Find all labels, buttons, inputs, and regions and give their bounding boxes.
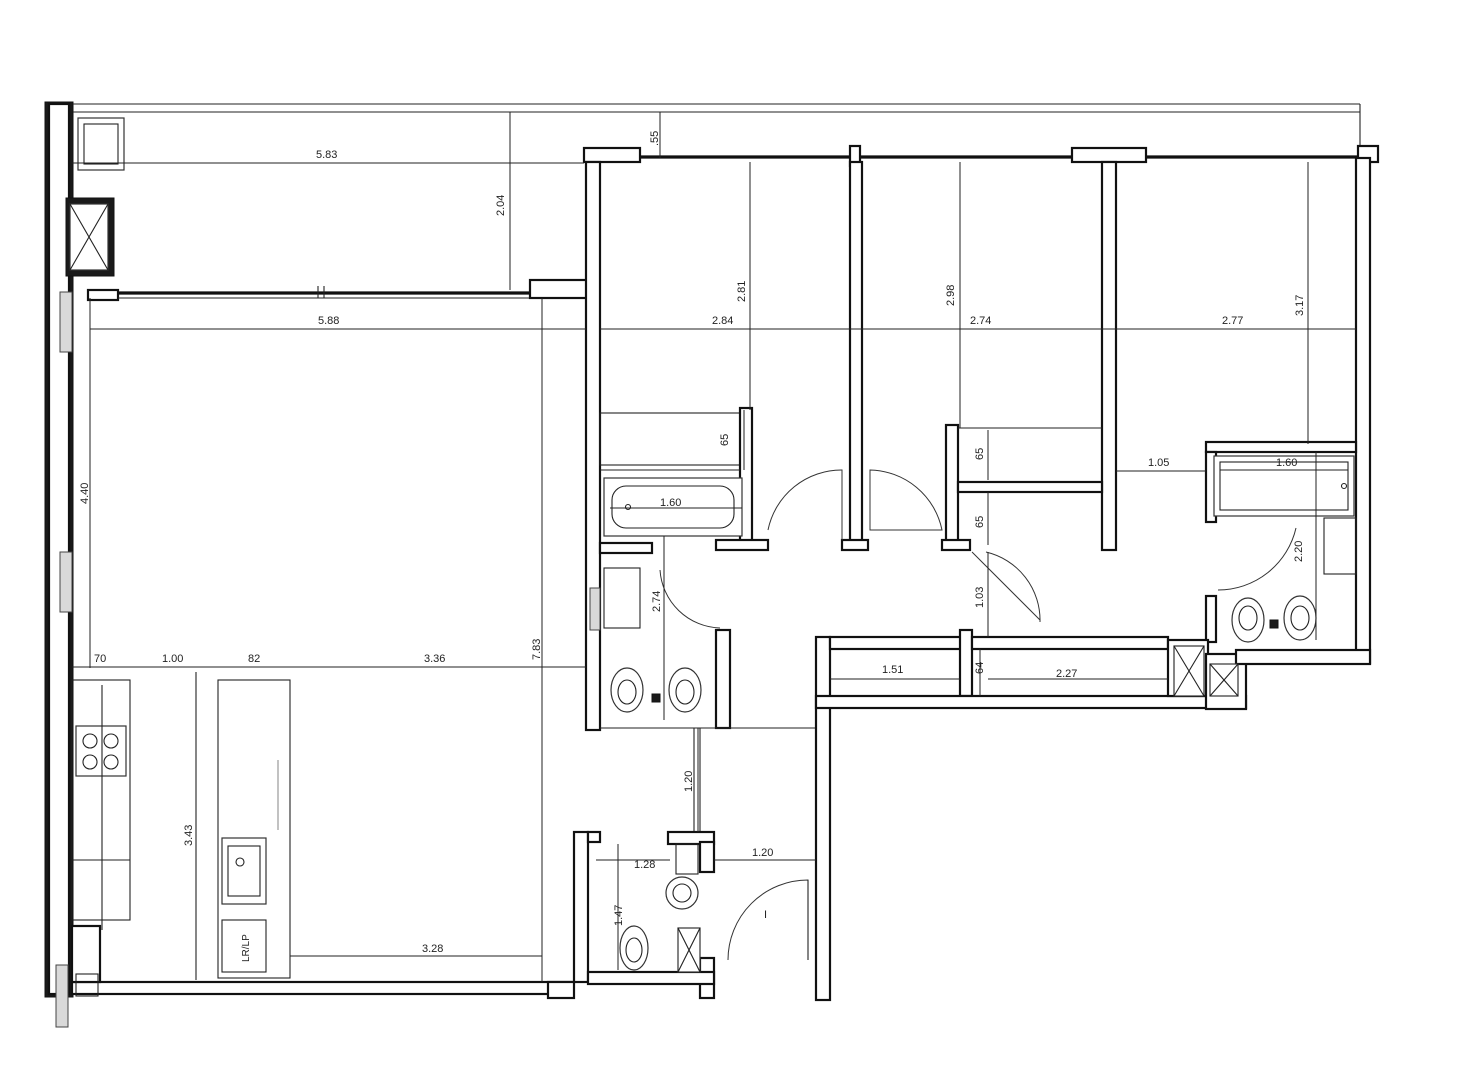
dim-bedroom2-width: 2.74 [970,315,991,327]
dim-living-width: 5.88 [318,315,339,327]
dim-corridor-1: 1.51 [882,664,903,676]
dim-corridor-2: 2.27 [1056,668,1077,680]
dim-bedroom3-width: 2.77 [1222,315,1243,327]
dim-bath1-depth: 2.74 [651,591,663,612]
appliance-label: LR/LP [241,934,252,962]
terrace-fixtures [65,117,125,277]
dim-hall-depth: 1.03 [974,587,986,608]
interior-walls [70,156,1372,1002]
door-swings: I [659,469,1297,961]
dim-closet2-depth: 65 [974,448,986,460]
bathroom-fixtures [75,517,1357,997]
dim-bedroom1-depth: 2.81 [736,281,748,302]
dim-corridor-depth: 64 [974,662,986,674]
door-mark: I [764,909,767,921]
dimension-lines [72,112,1356,982]
dim-kitchen-seg3: 82 [248,653,260,665]
dim-dining-lower-width: 3.28 [422,943,443,955]
living-facade [86,278,592,302]
dim-entry-width: 1.20 [752,847,773,859]
dim-bedroom2-depth: 2.98 [945,285,957,306]
dim-bath2-width: 1.60 [1276,457,1297,469]
bedroom-facade [582,144,1380,218]
kitchen: LR/LP [71,672,291,980]
dim-bedroom3-depth: 3.17 [1294,295,1306,316]
dim-living-depth: 4.40 [79,483,91,504]
dim-bath2-offset: 1.05 [1148,457,1169,469]
bathtubs [603,455,1355,537]
dim-terrace-width: 5.83 [316,149,337,161]
dim-kitchen-seg2: 1.00 [162,653,183,665]
dim-dining-width: 3.36 [424,653,445,665]
dim-closet1-depth: 65 [719,434,731,446]
dim-kitchen-seg1: 70 [94,653,106,665]
dimension-labels: 5.83 2.04 .55 5.88 4.40 7.83 2.84 2.81 2… [79,131,1306,955]
dim-bath2-depth: 2.20 [1293,541,1305,562]
dim-kitchen-depth: 3.43 [183,825,195,846]
dim-powder-depth: 1.47 [613,905,625,926]
dim-bedroom1-width: 2.84 [712,315,733,327]
dim-powder-width: 1.28 [634,859,655,871]
dim-living-total-depth: 7.83 [531,639,543,660]
dim-terrace-offset: .55 [649,131,661,146]
dim-bath1-width: 1.60 [660,497,681,509]
dim-closet3-depth: 65 [974,516,986,528]
dim-passage-depth: 1.20 [683,771,695,792]
dim-terrace-depth: 2.04 [495,195,507,216]
